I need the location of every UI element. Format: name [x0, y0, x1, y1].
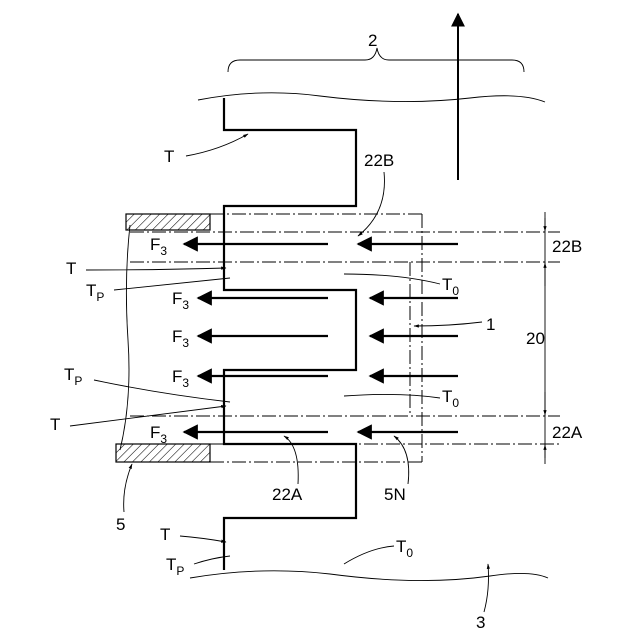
ref-2-label: 2 — [368, 31, 377, 50]
t0-leader-1 — [344, 274, 440, 284]
ref-5-leader — [124, 464, 132, 512]
lower-break-line — [190, 571, 548, 581]
f3-label-5: F3 — [150, 423, 167, 446]
ref-22a-label: 22A — [272, 485, 303, 504]
tp-label-3: TP — [166, 555, 184, 578]
ref-1-label: 1 — [486, 315, 495, 334]
hatched-block-upper — [126, 214, 210, 230]
tp-label-2: TP — [64, 365, 82, 388]
ref-5-label: 5 — [116, 515, 125, 534]
t-leader-mid1 — [86, 268, 226, 270]
t0-label-3: T0 — [396, 537, 413, 560]
left-edge-line — [120, 225, 130, 450]
brace-2 — [228, 48, 524, 72]
t-leader-upper — [186, 134, 248, 156]
ref-22b-dim-label: 22B — [552, 237, 582, 256]
t0-leader-2 — [344, 394, 440, 398]
tp-leader-2 — [94, 380, 230, 402]
t0-leader-3 — [344, 546, 394, 564]
ref-22a-dim-label: 22A — [552, 423, 583, 442]
t-label-lower: T — [160, 525, 170, 544]
t-label-mid1: T — [66, 259, 76, 278]
ref-5n-leader — [394, 436, 409, 484]
hatched-block-lower — [116, 444, 210, 462]
f3-label-4: F3 — [172, 367, 189, 390]
t0-label-2: T0 — [442, 387, 459, 410]
tp-label-1: TP — [86, 281, 104, 304]
ref-20-label: 20 — [526, 329, 545, 348]
ref-1-leader — [414, 322, 482, 326]
upper-break-line — [198, 93, 545, 102]
ref-5n-label: 5N — [384, 485, 406, 504]
f3-label-3: F3 — [172, 327, 189, 350]
t-leader-lower — [180, 536, 226, 542]
ref-3-leader — [484, 564, 489, 612]
t-label-mid2: T — [50, 415, 60, 434]
ref-3-label: 3 — [476, 613, 485, 632]
ref-22b-leader — [358, 172, 384, 236]
ref-22b-label: 22B — [364, 151, 394, 170]
t-label-upper: T — [164, 147, 174, 166]
t0-label-1: T0 — [442, 275, 459, 298]
f3-label-1: F3 — [150, 235, 167, 258]
f3-label-2: F3 — [172, 289, 189, 312]
